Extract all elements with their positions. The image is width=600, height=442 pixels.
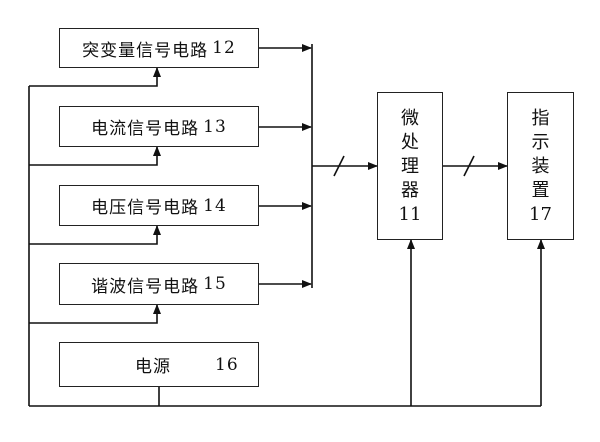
microprocessor: 微 处 理 器 11 xyxy=(377,92,443,240)
processor-number: 11 xyxy=(398,204,422,225)
harmonic-signal-circuit: 谐波信号电路 15 xyxy=(59,263,259,305)
power-to-15 xyxy=(29,304,161,324)
processor-char: 器 xyxy=(401,180,419,201)
bus-slash-1 xyxy=(333,155,345,177)
current-signal-circuit: 电流信号电路 13 xyxy=(59,106,259,147)
bus-slash-2 xyxy=(463,155,475,177)
power-to-14 xyxy=(29,225,161,245)
processor-char: 微 xyxy=(401,108,419,129)
indicator-char: 指 xyxy=(531,108,550,129)
processor-char: 处 xyxy=(401,132,419,153)
circuit-label: 电流信号电路 xyxy=(91,119,200,139)
indicator-char: 装 xyxy=(531,156,550,177)
circuit-label: 谐波信号电路 xyxy=(91,276,200,297)
indicator-device: 指 示 装 置 17 xyxy=(507,92,574,240)
power-supply: 电源 16 xyxy=(59,342,259,387)
circuit-label: 电压信号电路 xyxy=(91,198,200,218)
indicator-number: 17 xyxy=(529,204,552,225)
processor-char: 理 xyxy=(401,156,419,177)
circuit-number: 13 xyxy=(203,116,227,137)
circuit-number: 14 xyxy=(203,195,227,216)
circuit-number: 16 xyxy=(215,354,239,375)
power-to-12 xyxy=(29,67,161,87)
circuit-number: 12 xyxy=(212,38,236,58)
voltage-signal-circuit: 电压信号电路 14 xyxy=(59,185,259,226)
indicator-char: 置 xyxy=(531,180,550,201)
mutation-signal-circuit: 突变量信号电路 12 xyxy=(59,28,259,68)
indicator-char: 示 xyxy=(531,132,550,153)
circuit-label: 突变量信号电路 xyxy=(82,40,209,61)
circuit-label: 电源 xyxy=(135,357,171,377)
power-to-13 xyxy=(29,146,161,166)
circuit-number: 15 xyxy=(203,274,227,294)
